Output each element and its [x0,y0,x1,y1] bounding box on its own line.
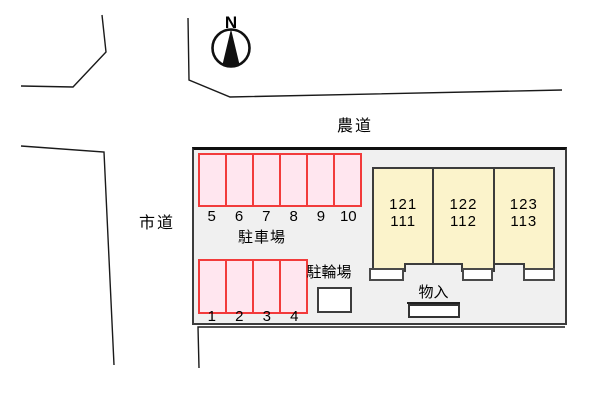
building-unit: 121 111 [374,169,432,268]
storage-box [408,304,460,318]
parking-space [200,261,225,312]
bicycle-parking-label: 駐輪場 [306,264,352,281]
road-line-northwest [20,14,107,88]
compass: N [211,13,251,68]
parking-space [200,155,225,205]
parking-space-number: 9 [316,208,326,225]
building-unit: 122 112 [432,169,492,268]
unit-number-lower: 113 [510,213,538,230]
parking-space [279,155,306,205]
storage-label: 物入 [407,285,460,304]
parking-space [252,155,279,205]
parking-space [333,155,360,205]
parking-space-number: 3 [262,308,271,325]
building-entrance-recess [493,263,525,272]
parking-space [252,261,279,312]
building-porch-step [369,268,404,281]
building-porch-step [462,268,493,281]
road-label-farm-road: 農道 [336,118,373,135]
unit-number-upper: 123 [509,196,538,213]
building-unit: 123 113 [492,169,553,268]
parking-space-number: 5 [207,208,216,225]
unit-number-upper: 122 [449,196,478,213]
parking-row-bottom [198,259,308,314]
parking-numbers-top: 5 6 7 8 9 10 [198,208,362,226]
parking-space [279,261,306,312]
bicycle-parking-area [317,287,352,313]
unit-number-lower: 111 [390,213,417,230]
parking-space-number: 2 [235,308,244,325]
parking-row-top [198,153,362,207]
parking-space [306,155,333,205]
building-porch-step [523,268,555,281]
parking-space-number: 1 [207,308,216,325]
parking-space-number: 10 [339,208,357,225]
parking-space [225,155,252,205]
unit-number-lower: 112 [450,213,477,230]
building: 121 111 122 112 123 113 [372,167,555,270]
road-line-north [187,17,563,98]
parking-space-number: 7 [262,208,271,225]
unit-number-upper: 121 [389,196,418,213]
parking-space-number: 8 [289,208,298,225]
road-line-south [197,326,565,369]
road-label-city-road: 市道 [138,215,175,232]
parking-numbers-bottom: 1 2 3 4 [198,308,308,325]
compass-needle-base [222,62,240,67]
building-entrance-recess [404,263,463,272]
parking-space [225,261,252,312]
compass-needle [222,29,240,65]
parking-area-label: 駐車場 [237,229,286,246]
parking-space-number: 6 [234,208,244,225]
road-line-west [20,145,115,366]
compass-n-label: N [225,13,237,32]
parking-space-number: 4 [290,308,299,325]
